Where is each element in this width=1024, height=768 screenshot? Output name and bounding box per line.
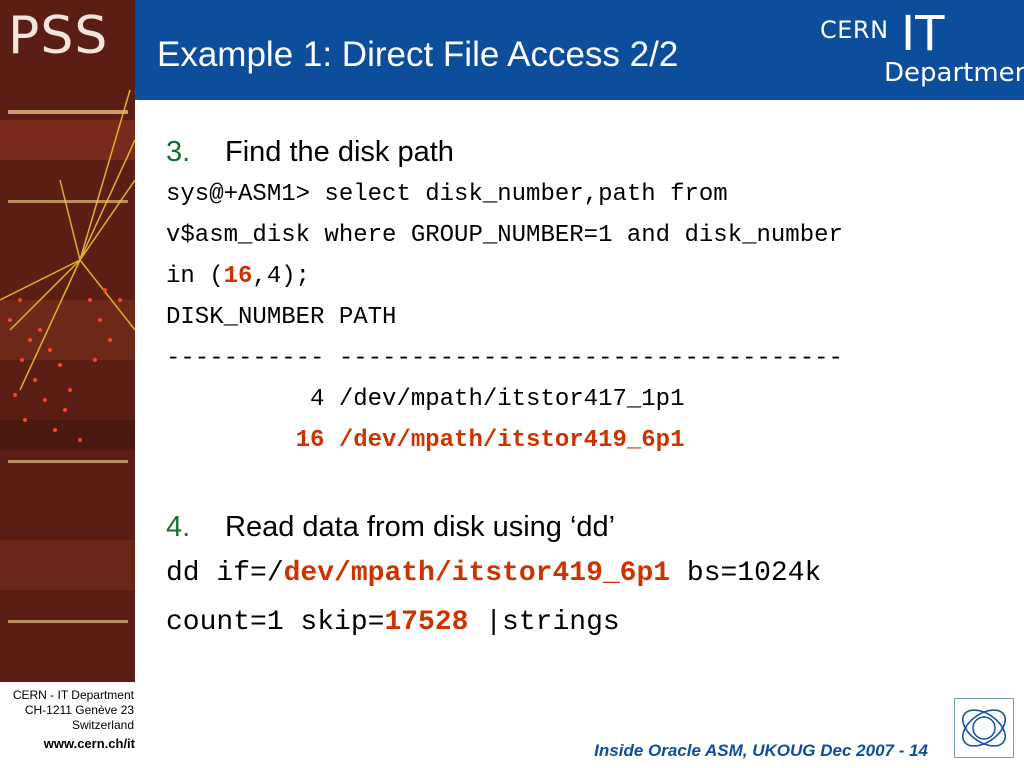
footer-org: CERN - IT Department	[12, 688, 134, 702]
footer-street: CH-1211 Genève 23	[24, 703, 134, 717]
step-4: 4. Read data from disk using ‘dd’	[166, 505, 1006, 549]
result-row-highlighted: 16 /dev/mpath/itstor419_6p1	[166, 427, 685, 454]
footer-country: Switzerland	[71, 718, 134, 732]
code-text: |strings	[468, 607, 620, 638]
pss-logo: PSS	[8, 6, 109, 66]
dd-command-line: dd if=/dev/mpath/itstor419_6p1 bs=1024k	[166, 549, 1006, 598]
spacer	[166, 461, 1006, 505]
result-header: DISK_NUMBER PATH	[166, 304, 397, 331]
code-text: ,4);	[252, 263, 311, 290]
code-text: dd if=/	[166, 558, 284, 589]
slide-content: 3. Find the disk path sys@+ASM1> select …	[166, 130, 1006, 647]
slide-title: Example 1: Direct File Access 2/2	[157, 35, 679, 74]
footer-address: CERN - IT Department CH-1211 Genève 23 S…	[0, 688, 135, 751]
dd-command-line: count=1 skip=17528 |strings	[166, 598, 1006, 647]
logo-cern-text: CERN	[820, 16, 889, 44]
step-text: Read data from disk using ‘dd’	[225, 511, 616, 543]
code-line: in (16,4);	[166, 256, 1006, 297]
code-line: sys@+ASM1> select disk_number,path from	[166, 181, 728, 208]
highlighted-device-path: dev/mpath/itstor419_6p1	[283, 558, 671, 589]
particle-collision-image	[0, 0, 135, 682]
code-line: v$asm_disk where GROUP_NUMBER=1 and disk…	[166, 222, 843, 249]
decorative-collision-strip: PSS	[0, 0, 135, 682]
code-text: in (	[166, 263, 224, 290]
result-separator: ----------- ----------------------------…	[166, 345, 843, 372]
code-text: bs=1024k	[670, 558, 822, 589]
step-3: 3. Find the disk path	[166, 130, 1006, 174]
highlighted-disk-number: 16	[223, 263, 253, 290]
step-number: 4.	[166, 511, 191, 543]
cern-seal-icon	[954, 698, 1014, 758]
highlighted-skip-value: 17528	[384, 607, 469, 638]
logo-department-text: Department	[884, 58, 1024, 88]
footer-website-link[interactable]: www.cern.ch/it	[43, 736, 135, 751]
result-row: 4 /dev/mpath/itstor417_1p1	[166, 386, 685, 413]
step-number: 3.	[166, 136, 191, 168]
code-text: count=1 skip=	[166, 607, 385, 638]
footer-event-page: Inside Oracle ASM, UKOUG Dec 2007 - 14	[594, 741, 928, 760]
cern-it-department-logo: CERN IT Department	[794, 0, 1024, 100]
logo-it-text: IT	[901, 6, 945, 62]
slide-header: Example 1: Direct File Access 2/2 CERN I…	[135, 0, 1024, 100]
step-text: Find the disk path	[225, 136, 454, 168]
